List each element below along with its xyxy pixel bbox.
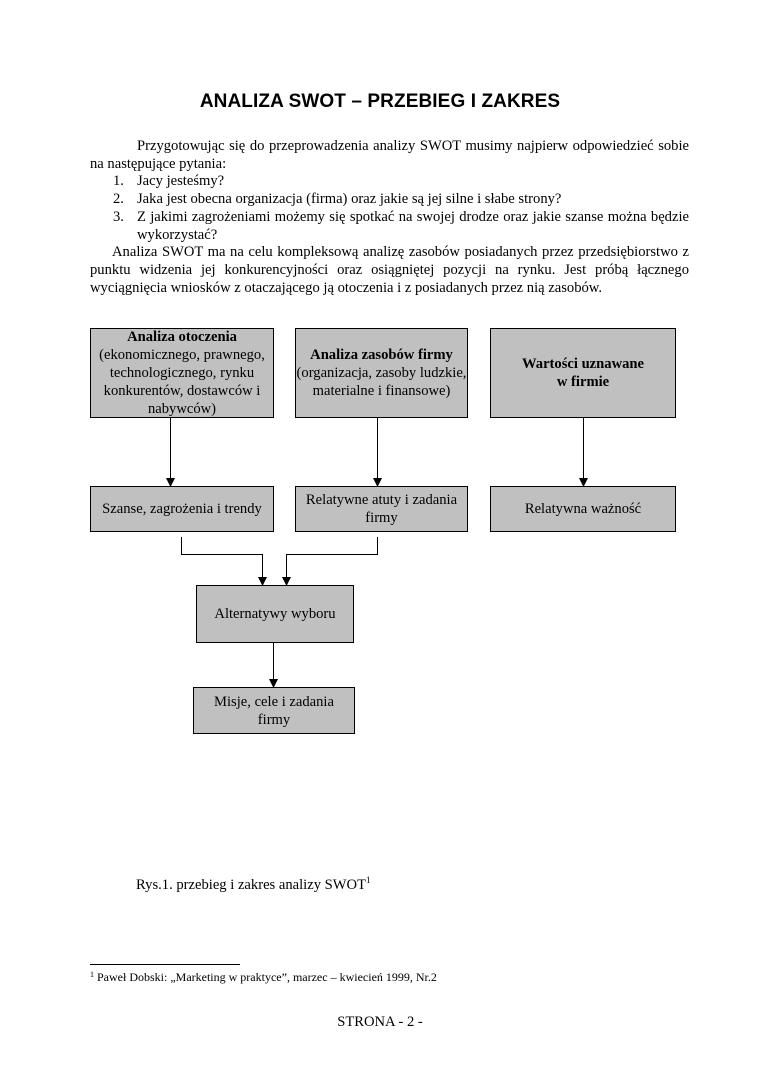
figure-caption: Rys.1. przebieg i zakres analizy SWOT1 xyxy=(136,875,371,894)
box-opportunities-threats: Szanse, zagrożenia i trendy xyxy=(90,486,274,532)
page-number: STRONA - 2 - xyxy=(337,1014,423,1030)
footnote-ref: 1 xyxy=(366,875,371,885)
caption-text: Rys.1. przebieg i zakres analizy SWOT xyxy=(136,877,367,893)
box-relative-strengths: Relatywne atuty i zadania firmy xyxy=(295,486,468,532)
swot-paragraph: Analiza SWOT ma na celu kompleksową anal… xyxy=(90,244,689,296)
footnote: 1 Paweł Dobski: „Marketing w praktyce”, … xyxy=(90,970,437,985)
arrow-head-icon xyxy=(373,478,382,487)
connector-line xyxy=(170,418,171,480)
connector-line xyxy=(377,537,378,555)
box-body: (organizacja, zasoby ludzkie, materialne… xyxy=(296,365,467,399)
arrow-head-icon xyxy=(282,577,291,586)
connector-line xyxy=(583,418,584,480)
connector-line xyxy=(286,554,378,555)
box-alternatives: Alternatywy wyboru xyxy=(196,585,354,643)
list-item-text: Jaka jest obecna organizacja (firma) ora… xyxy=(137,191,562,207)
arrow-head-icon xyxy=(269,679,278,688)
box-company-values: Wartości uznawane w firmie xyxy=(490,328,676,418)
connector-line xyxy=(181,537,182,555)
box-relative-importance: Relatywna ważność xyxy=(490,486,676,532)
footnote-divider xyxy=(90,964,240,965)
box-title: Wartości uznawane w firmie xyxy=(521,356,645,390)
list-item: 1. Jacy jesteśmy? xyxy=(90,172,689,190)
connector-line xyxy=(262,554,263,579)
list-item-text: Jacy jesteśmy? xyxy=(137,173,225,189)
list-item: 2. Jaka jest obecna organizacja (firma) o… xyxy=(90,190,689,208)
intro-paragraph: Przygotowując się do przeprowadzenia ana… xyxy=(90,138,689,172)
box-environment-analysis: Analiza otoczenia (ekonomicznego, prawne… xyxy=(90,328,274,418)
box-resource-analysis: Analiza zasobów firmy (organizacja, zaso… xyxy=(295,328,468,418)
list-number: 3. xyxy=(113,209,124,225)
box-mission: Misje, cele i zadania firmy xyxy=(193,687,355,734)
arrow-head-icon xyxy=(258,577,267,586)
box-title: Analiza zasobów firmy xyxy=(310,347,453,363)
list-item: 3. Z jakimi zagrożeniami możemy się spotk… xyxy=(90,208,689,244)
footnote-mark: 1 xyxy=(90,970,94,979)
arrow-head-icon xyxy=(166,478,175,487)
box-title: Analiza otoczenia xyxy=(127,329,237,345)
footnote-text: Paweł Dobski: „Marketing w praktyce”, ma… xyxy=(94,970,437,984)
list-item-text: Z jakimi zagrożeniami możemy się spotkać… xyxy=(137,209,689,243)
list-number: 1. xyxy=(113,173,124,189)
page-title: ANALIZA SWOT – PRZEBIEG I ZAKRES xyxy=(199,91,561,112)
box-body: (ekonomicznego, prawnego, technologiczne… xyxy=(99,347,265,417)
arrow-head-icon xyxy=(579,478,588,487)
list-number: 2. xyxy=(113,191,124,207)
connector-line xyxy=(377,418,378,480)
connector-line xyxy=(273,643,274,681)
connector-line xyxy=(181,554,263,555)
connector-line xyxy=(286,554,287,579)
question-list: 1. Jacy jesteśmy? 2. Jaka jest obecna orga… xyxy=(90,172,689,244)
